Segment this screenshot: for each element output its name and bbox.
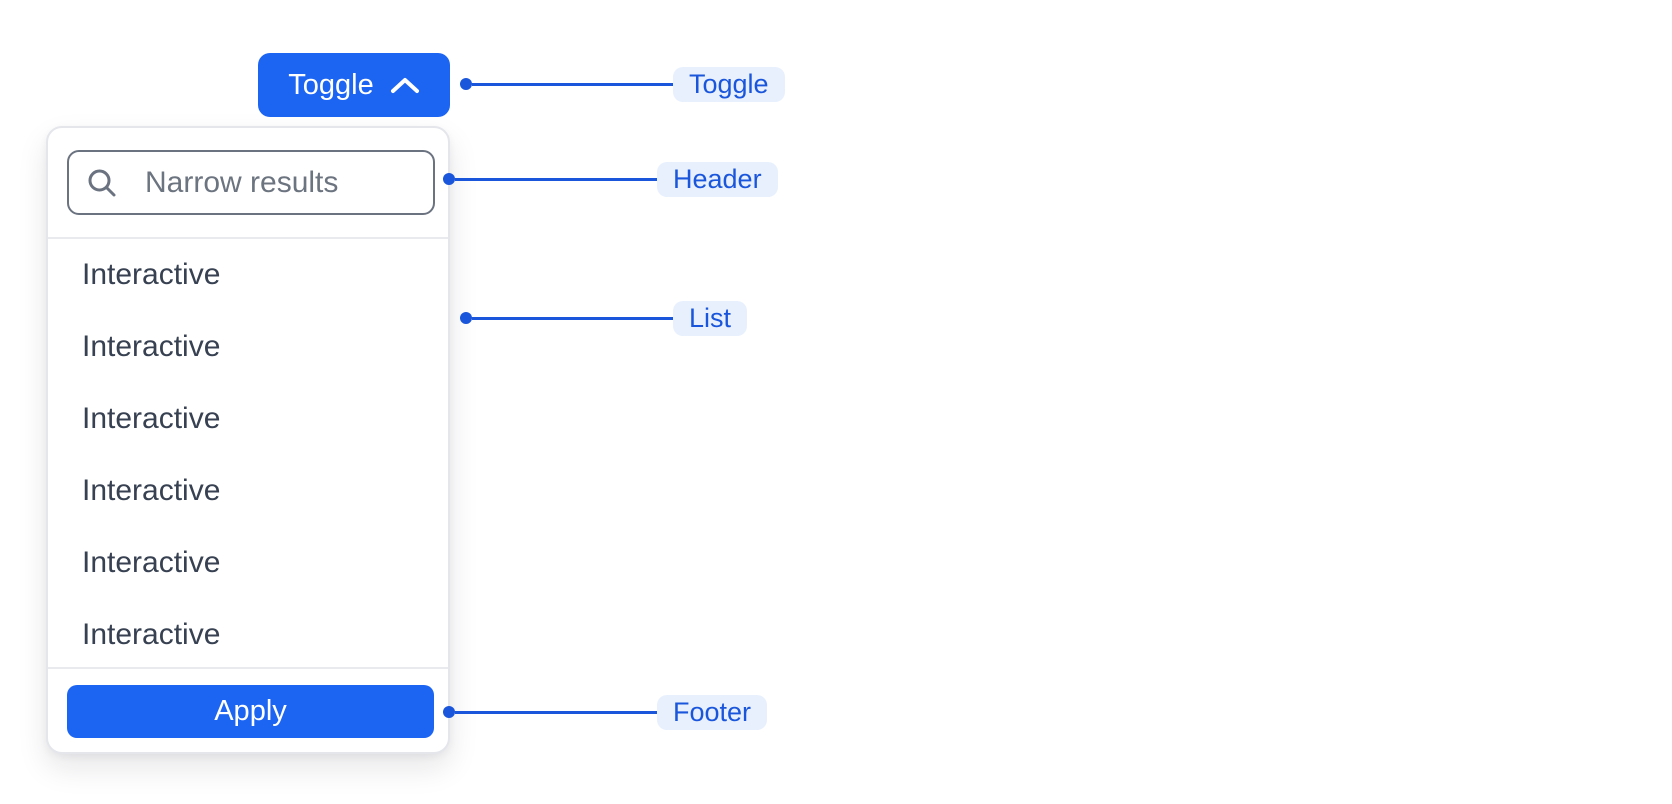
annotation-footer: Footer — [443, 694, 768, 730]
annotation-dot — [443, 173, 455, 185]
apply-button[interactable]: Apply — [67, 685, 434, 738]
list-item[interactable]: Interactive — [82, 330, 221, 363]
annotation-label-header: Header — [657, 161, 778, 197]
toggle-button[interactable]: Toggle — [258, 53, 450, 117]
dropdown-header — [48, 128, 448, 239]
list-item[interactable]: Interactive — [82, 258, 221, 291]
dropdown-panel: Interactive Interactive Interactive Inte… — [46, 126, 450, 754]
annotation-label-toggle: Toggle — [673, 66, 785, 102]
search-icon — [88, 169, 116, 196]
annotation-dot — [460, 78, 472, 90]
list-item[interactable]: Interactive — [82, 474, 221, 507]
search-box[interactable] — [67, 150, 435, 215]
annotation-label-footer: Footer — [657, 694, 768, 730]
chevron-up-icon — [390, 76, 420, 95]
annotation-line — [472, 316, 673, 320]
annotation-dot — [443, 706, 455, 718]
annotation-header: Header — [443, 161, 778, 197]
search-input[interactable] — [145, 165, 435, 200]
annotation-line — [455, 710, 657, 714]
toggle-button-label: Toggle — [288, 68, 374, 101]
annotation-line — [455, 177, 657, 181]
list-item[interactable]: Interactive — [82, 546, 221, 579]
annotation-label-list: List — [673, 300, 748, 336]
annotation-line — [472, 82, 673, 86]
dropdown-footer: Apply — [48, 667, 448, 752]
annotation-dot — [460, 312, 472, 324]
annotation-toggle: Toggle — [460, 66, 785, 102]
annotation-list: List — [460, 300, 748, 336]
dropdown-list: Interactive Interactive Interactive Inte… — [48, 239, 448, 671]
list-item[interactable]: Interactive — [82, 618, 221, 651]
list-item[interactable]: Interactive — [82, 402, 221, 435]
